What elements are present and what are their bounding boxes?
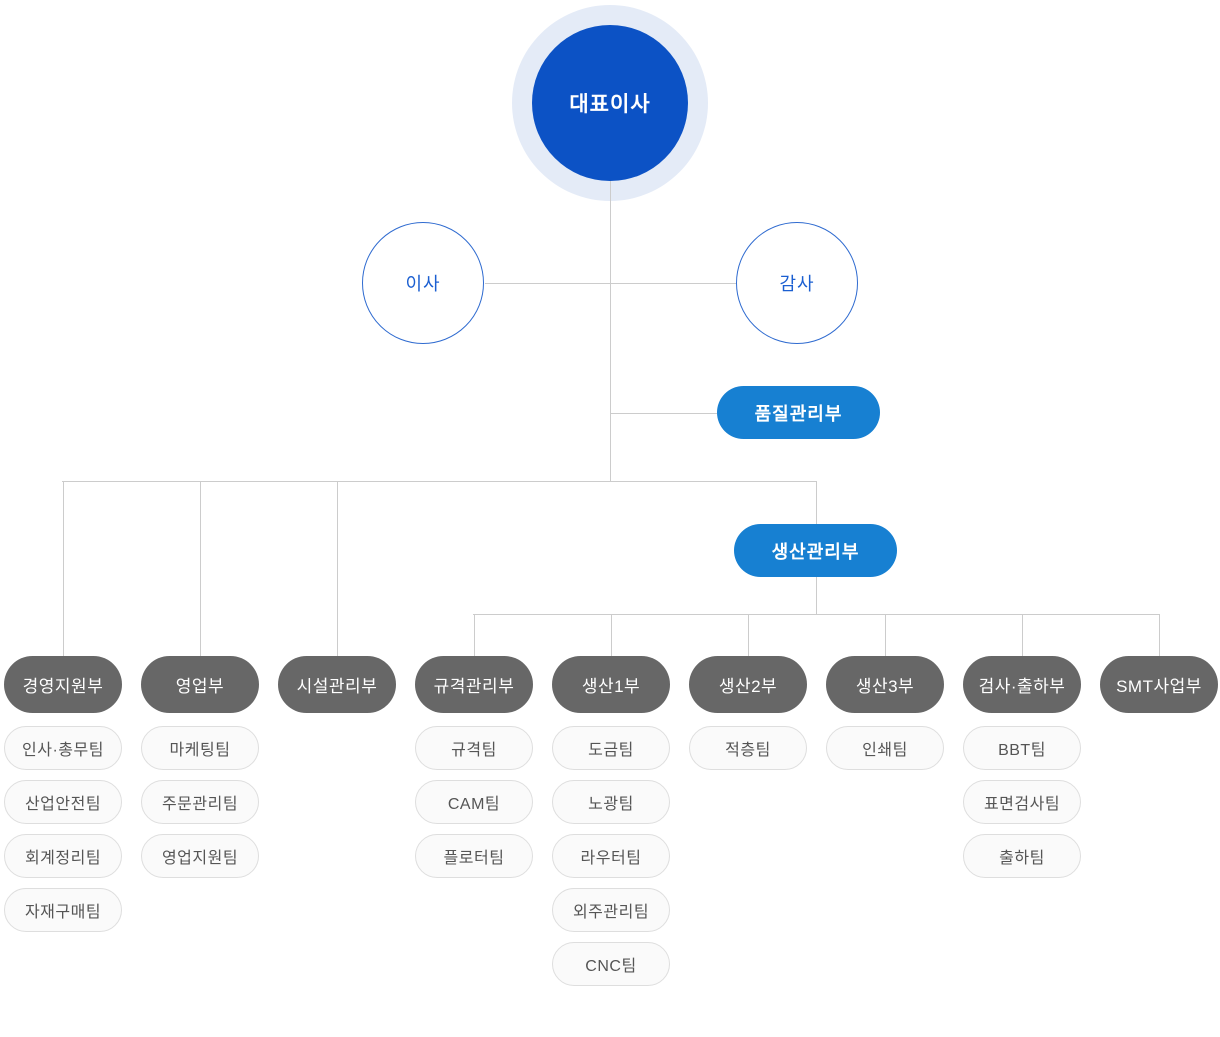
ceo-label: 대표이사 [569, 93, 651, 116]
connector-line [473, 614, 1159, 615]
production-mgmt-label: 생산관리부 [771, 541, 860, 562]
team-pill: CNC팀 [552, 942, 670, 986]
team-label: 노광팀 [588, 796, 634, 813]
connector-line [1022, 614, 1023, 656]
connector-line [611, 614, 612, 656]
team-pill: 표면검사팀 [963, 780, 1081, 824]
department-pill-1: 영업부 [141, 656, 259, 713]
team-label: 산업안전팀 [24, 796, 102, 813]
team-pill: 자재구매팀 [4, 888, 122, 932]
team-pill: 인쇄팀 [826, 726, 944, 770]
department-label: 경영지원부 [22, 677, 104, 696]
team-pill: 플로터팀 [415, 834, 533, 878]
department-pill-4: 생산1부 [552, 656, 670, 713]
team-pill: CAM팀 [415, 780, 533, 824]
quality-dept-label: 품질관리부 [754, 403, 843, 424]
connector-line [1159, 614, 1160, 656]
team-label: 자재구매팀 [24, 904, 102, 921]
team-label: 출하팀 [999, 850, 1045, 867]
connector-line [474, 614, 475, 656]
connector-line [63, 481, 64, 656]
ceo-node: 대표이사 [532, 25, 688, 181]
team-pill: 외주관리팀 [552, 888, 670, 932]
team-label: 외주관리팀 [572, 904, 650, 921]
team-pill: 인사·총무팀 [4, 726, 122, 770]
department-label: 시설관리부 [296, 677, 378, 696]
connector-line [337, 481, 338, 656]
department-pill-7: 검사·출하부 [963, 656, 1081, 713]
connector-line [885, 614, 886, 656]
team-pill: 출하팀 [963, 834, 1081, 878]
auditor-label: 감사 [779, 274, 815, 294]
director-node: 이사 [362, 222, 484, 344]
department-pill-5: 생산2부 [689, 656, 807, 713]
quality-dept-pill: 품질관리부 [717, 386, 880, 439]
department-pill-2: 시설관리부 [278, 656, 396, 713]
connector-line [62, 481, 816, 482]
department-label: 영업부 [175, 677, 225, 696]
production-mgmt-pill: 생산관리부 [734, 524, 897, 577]
department-label: 규격관리부 [433, 677, 515, 696]
team-pill: 라우터팀 [552, 834, 670, 878]
team-label: 회계정리팀 [24, 850, 102, 867]
department-pill-6: 생산3부 [826, 656, 944, 713]
team-pill: 적층팀 [689, 726, 807, 770]
team-pill: 도금팀 [552, 726, 670, 770]
department-label: SMT사업부 [1116, 677, 1202, 696]
connector-line [200, 481, 201, 656]
connector-line [610, 181, 611, 482]
team-label: 도금팀 [588, 742, 634, 759]
department-label: 검사·출하부 [978, 677, 1066, 696]
team-pill: 노광팀 [552, 780, 670, 824]
department-pill-0: 경영지원부 [4, 656, 122, 713]
connector-line [748, 614, 749, 656]
team-label: 라우터팀 [580, 850, 642, 867]
team-label: BBT팀 [998, 742, 1046, 759]
team-label: 인쇄팀 [862, 742, 908, 759]
team-pill: 주문관리팀 [141, 780, 259, 824]
auditor-node: 감사 [736, 222, 858, 344]
department-pill-8: SMT사업부 [1100, 656, 1218, 713]
connector-line [816, 577, 817, 614]
connector-line [816, 481, 817, 524]
team-pill: 마케팅팀 [141, 726, 259, 770]
team-pill: 규격팀 [415, 726, 533, 770]
team-label: CNC팀 [585, 958, 637, 975]
team-pill: 회계정리팀 [4, 834, 122, 878]
team-label: 적층팀 [725, 742, 771, 759]
team-label: 마케팅팀 [169, 742, 231, 759]
department-label: 생산2부 [718, 677, 778, 696]
director-label: 이사 [405, 274, 441, 294]
connector-line [485, 283, 736, 284]
department-label: 생산1부 [581, 677, 641, 696]
team-label: CAM팀 [447, 796, 501, 813]
team-pill: 영업지원팀 [141, 834, 259, 878]
team-label: 인사·총무팀 [22, 742, 104, 759]
team-pill: 산업안전팀 [4, 780, 122, 824]
team-label: 영업지원팀 [161, 850, 239, 867]
team-label: 규격팀 [451, 742, 497, 759]
team-pill: BBT팀 [963, 726, 1081, 770]
department-pill-3: 규격관리부 [415, 656, 533, 713]
team-label: 주문관리팀 [161, 796, 239, 813]
connector-line [610, 413, 717, 414]
team-label: 플로터팀 [443, 850, 505, 867]
department-label: 생산3부 [855, 677, 915, 696]
team-label: 표면검사팀 [983, 796, 1061, 813]
